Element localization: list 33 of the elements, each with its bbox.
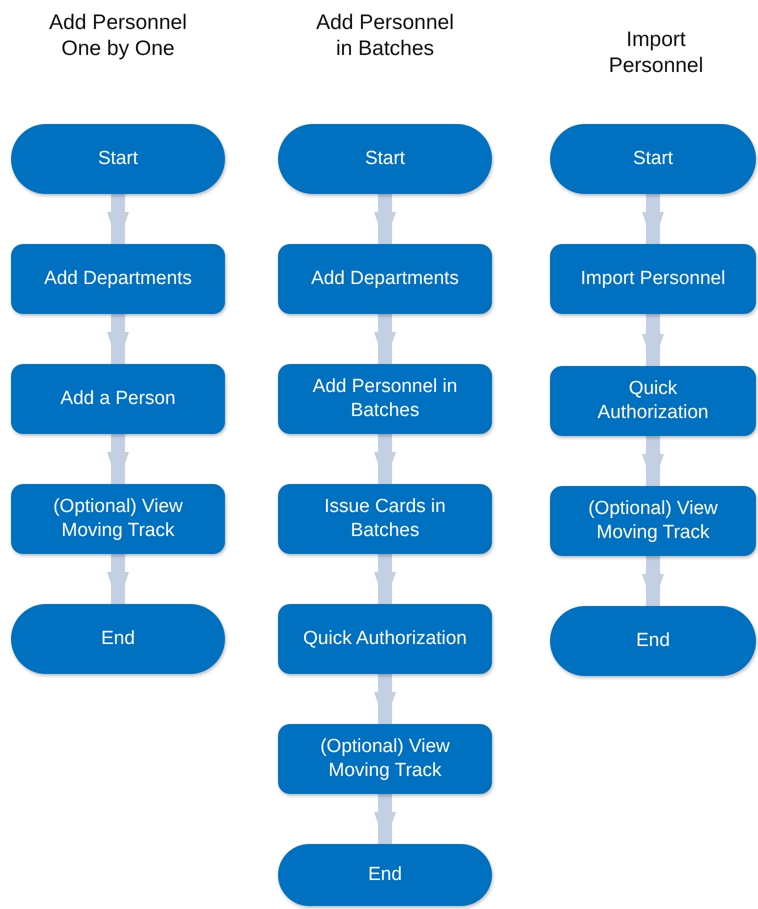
process-box: Quick Authorization — [278, 604, 492, 674]
arrow — [107, 194, 129, 244]
terminal-pill: End — [278, 844, 492, 906]
process-box: (Optional) View Moving Track — [278, 724, 492, 794]
arrow — [374, 314, 396, 364]
terminal-pill: Start — [278, 124, 492, 194]
terminal-pill: End — [11, 604, 225, 674]
process-box: Add a Person — [11, 364, 225, 434]
column-heading: Add Personnel One by One — [48, 10, 188, 62]
terminal-pill: Start — [11, 124, 225, 194]
arrow — [107, 434, 129, 484]
arrow — [374, 674, 396, 724]
arrow — [642, 436, 664, 486]
arrow — [642, 314, 664, 366]
arrow — [374, 794, 396, 844]
process-box: Import Personnel — [550, 244, 756, 314]
process-box: (Optional) View Moving Track — [11, 484, 225, 554]
process-box: Issue Cards in Batches — [278, 484, 492, 554]
arrow — [107, 554, 129, 604]
arrow — [374, 194, 396, 244]
column-heading: Add Personnel in Batches — [315, 10, 455, 62]
terminal-pill: End — [550, 606, 756, 676]
process-box: Add Departments — [278, 244, 492, 314]
process-box: Quick Authorization — [550, 366, 756, 436]
arrow — [642, 556, 664, 606]
arrow — [107, 314, 129, 364]
arrow — [374, 434, 396, 484]
column-heading: Import Personnel — [608, 27, 704, 79]
terminal-pill: Start — [550, 124, 756, 194]
process-box: Add Departments — [11, 244, 225, 314]
process-box: Add Personnel in Batches — [278, 364, 492, 434]
arrow — [642, 194, 664, 244]
process-box: (Optional) View Moving Track — [550, 486, 756, 556]
